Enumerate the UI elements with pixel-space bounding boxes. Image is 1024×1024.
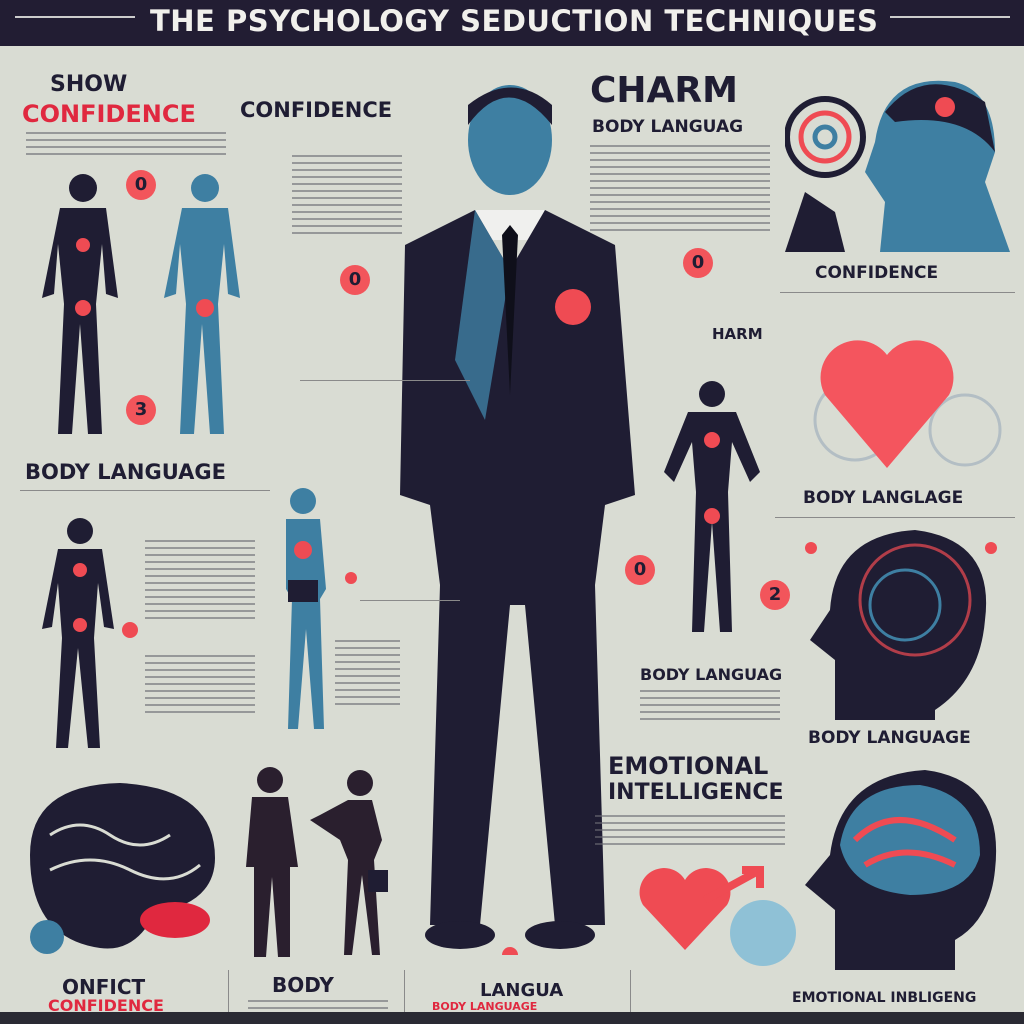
label-show: SHOW: [50, 72, 128, 97]
body-figures-illustration: [42, 174, 240, 434]
footer-label-body-language: BODY LANGUAGE: [432, 1000, 538, 1013]
marker-dot: [345, 572, 357, 584]
divider: [228, 970, 229, 1020]
text-block: [145, 540, 255, 620]
label-harm: HARM: [712, 325, 763, 343]
text-block: [335, 640, 400, 710]
label-intelligence: INTELLIGENCE: [608, 780, 784, 805]
number-badge: 0: [625, 555, 655, 585]
number-badge: 2: [760, 580, 790, 610]
divider: [775, 517, 1015, 518]
divider: [780, 292, 1015, 293]
label-charm: CHARM: [590, 70, 738, 111]
text-block: [595, 815, 785, 845]
number-badge: 0: [683, 248, 713, 278]
body-figure-illustration: [664, 381, 760, 632]
head-profile-illustration: [785, 80, 1010, 252]
info-circle: [730, 900, 796, 966]
label-body-language: BODY LANGLAGE: [803, 488, 964, 508]
divider: [630, 970, 631, 1020]
leader-line: [360, 600, 460, 601]
heart-arrow-icon: [639, 866, 764, 950]
divider: [404, 970, 405, 1020]
leader-line: [300, 380, 470, 381]
label-confidence: CONFIDENCE: [815, 263, 939, 283]
marker-dot: [805, 542, 817, 554]
text-block: [640, 690, 780, 720]
footer-bar: [0, 1012, 1024, 1024]
body-figure-illustration: [42, 518, 138, 748]
footer-label-langua: LANGUA: [480, 980, 564, 1001]
badge-circle: [30, 920, 64, 954]
brain-head-illustration: [810, 530, 987, 720]
label-emotional: EMOTIONAL: [608, 752, 769, 780]
page-title: THE PSYCHOLOGY SEDUCTION TECHNIQUES: [150, 4, 879, 38]
footer-label-confidence: CONFIDENCE: [48, 996, 164, 1015]
label-body-language: BODY LANGUAG: [640, 665, 783, 684]
brain-illustration: [30, 783, 215, 949]
couple-silhouette-illustration: [246, 767, 388, 957]
text-block: [145, 655, 255, 715]
label-body-language: BODY LANGUAGE: [808, 728, 971, 748]
brain-head-illustration: [805, 770, 997, 970]
number-badge: 3: [126, 395, 156, 425]
text-block: [590, 145, 770, 235]
heart-illustration: [813, 340, 1002, 468]
man-in-suit-illustration: [400, 85, 635, 955]
label-confidence-red: CONFIDENCE: [22, 100, 196, 128]
footer-label-emotional: EMOTIONAL INBLIGENG: [792, 990, 977, 1006]
divider: [15, 16, 135, 18]
number-badge: 0: [340, 265, 370, 295]
number-badge: 0: [126, 170, 156, 200]
woman-figure-illustration: [286, 488, 326, 729]
text-block: [26, 132, 226, 156]
header-banner: THE PSYCHOLOGY SEDUCTION TECHNIQUES: [0, 0, 1024, 46]
footer-label-onfict: ONFICT: [62, 975, 146, 999]
label-confidence: CONFIDENCE: [240, 98, 393, 122]
label-body-language: BODY LANGUAGE: [25, 460, 226, 484]
label-body-language: BODY LANGUAG: [592, 117, 744, 137]
text-block: [248, 1000, 388, 1012]
marker-dot: [985, 542, 997, 554]
divider: [890, 16, 1010, 18]
divider: [20, 490, 270, 491]
text-block: [292, 155, 402, 235]
footer-label-body: BODY: [272, 973, 334, 997]
